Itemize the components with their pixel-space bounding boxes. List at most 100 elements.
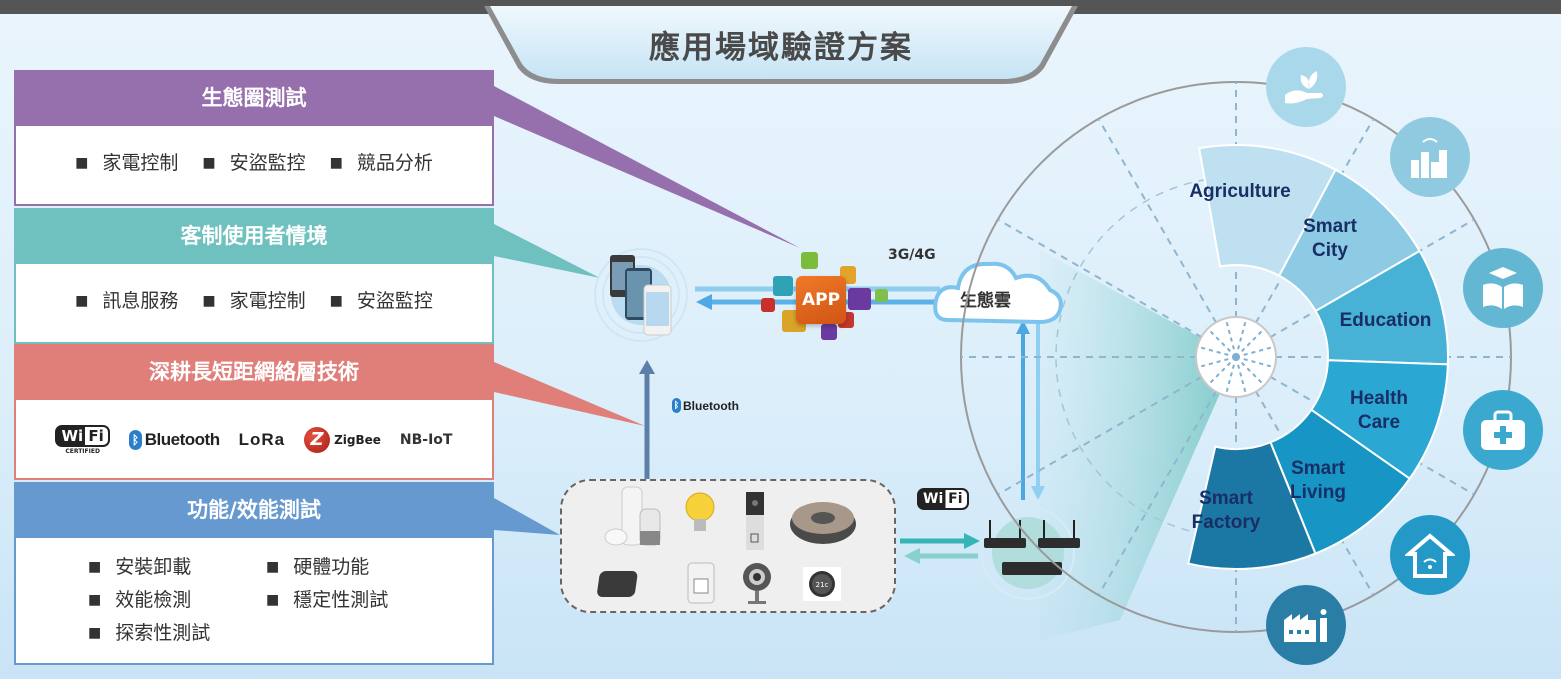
thermostat-icon: 21c [803, 567, 841, 601]
zigbee-text: ZigBee [334, 433, 381, 447]
hub-spoke [1197, 356, 1237, 369]
routers-icon [984, 520, 1080, 575]
education-icon [1463, 248, 1543, 328]
segment-label-line: Living [1290, 482, 1346, 503]
lightbulb-app-icon [801, 252, 818, 269]
segment-label-line: Smart [1199, 488, 1253, 509]
arrow-head-cloud-down [1031, 486, 1045, 500]
segment-label-line: Education [1339, 310, 1432, 331]
hub-spoke [1235, 328, 1265, 358]
panel-function-test: 功能/效能測試 安裝卸載 硬體功能 效能檢測 穩定性測試 探索性測試 [14, 482, 494, 665]
list-item: 硬體功能 [266, 552, 426, 579]
dashed-spoke [1235, 356, 1375, 596]
list-item: 安盜監控 [330, 286, 433, 313]
panel-body: Wi Fi CERTIFIED ᛒ Bluetooth LoRa Z ZigBe… [14, 400, 494, 480]
panel-body: 家電控制 安盜監控 競品分析 [14, 126, 494, 206]
wifi-certified-text: CERTIFIED [65, 448, 100, 455]
dashed-spoke [997, 356, 1237, 496]
dashed-spoke [1097, 356, 1237, 596]
wifi-certified-logo: Wi Fi CERTIFIED [55, 425, 110, 455]
segment-label-line: Agriculture [1189, 181, 1291, 202]
panel-body: 安裝卸載 硬體功能 效能檢測 穩定性測試 探索性測試 [14, 538, 494, 665]
cloud-icon [933, 261, 1063, 325]
panel-ecosystem-test: 生態圈測試 家電控制 安盜監控 競品分析 [14, 70, 494, 206]
tablet-app-icon [848, 288, 871, 310]
phone-halo-mid [602, 256, 680, 334]
list-item: 探索性測試 [88, 618, 266, 645]
nbiot-logo: NB-IoT [399, 432, 453, 448]
panel-title: 功能/效能測試 [14, 482, 494, 538]
car-app-icon [773, 276, 793, 296]
cloud-label: 生態雲 [960, 291, 1011, 311]
wifi-wi-text: Wi [923, 491, 944, 507]
hub-spoke [1235, 345, 1275, 358]
health-care-icon [1463, 390, 1543, 470]
bluetooth-text: Bluetooth [683, 398, 739, 413]
zigbee-logo: Z ZigBee [304, 427, 381, 453]
smart-speakers-icon [604, 486, 661, 546]
bluetooth-text: Bluetooth [144, 430, 220, 449]
segment-label-education: Education [1328, 309, 1443, 333]
coverage-fan [1040, 250, 1236, 640]
panel-title: 生態圈測試 [14, 70, 494, 126]
bluetooth-icon: ᛒ [672, 398, 681, 413]
phone-halo-outer [594, 248, 688, 342]
segment-label-line: Smart [1291, 458, 1345, 479]
segment-label-line: Smart [1303, 216, 1357, 237]
hub-spoke [1235, 356, 1275, 369]
page-title: 應用場域驗證方案 [649, 30, 913, 66]
network-3g4g-label: 3G/4G [888, 247, 936, 263]
app-icon: APP [796, 276, 846, 324]
zigbee-icon: Z [304, 427, 331, 453]
wedge-network [494, 362, 645, 426]
security-camera-icon [743, 563, 771, 604]
smartphones-icon [610, 255, 672, 336]
dashed-spoke [1097, 118, 1237, 358]
wedge-ecosystem [494, 86, 800, 248]
bluetooth-icon: ᛒ [128, 430, 142, 450]
arrow-head-cloud-up [1016, 320, 1030, 334]
list-item: 競品分析 [330, 148, 433, 175]
dashed-spoke [1235, 218, 1475, 358]
thermostat-reading: 21c [816, 581, 829, 589]
title-tab [484, 6, 1078, 84]
bluetooth-logo: ᛒ Bluetooth [128, 430, 220, 450]
list-item: 效能檢測 [88, 585, 266, 612]
hub-spoke [1235, 356, 1248, 396]
segment-label-line: Care [1357, 412, 1401, 433]
list-item: 安裝卸載 [88, 552, 266, 579]
arrow-head-left-wifi [904, 548, 920, 564]
domain-segment [1187, 440, 1317, 570]
panel-network-tech: 深耕長短距網絡層技術 Wi Fi CERTIFIED ᛒ Bluetooth L… [14, 344, 494, 480]
light-bulb-icon [685, 492, 715, 531]
lora-logo: LoRa [238, 430, 286, 449]
segment-label-line: Factory [1191, 512, 1261, 533]
segment-label-agriculture: Agriculture [1180, 180, 1300, 204]
list-item: 家電控制 [202, 286, 306, 313]
panel-title: 客制使用者情境 [14, 208, 494, 264]
panel-title: 深耕長短距網絡層技術 [14, 344, 494, 400]
hub-spoke [1235, 356, 1265, 386]
arrow-head-left [696, 294, 712, 310]
wedge-function [494, 498, 560, 535]
panel-body: 訊息服務 家電控制 安盜監控 [14, 264, 494, 344]
gauge-app-icon [821, 324, 837, 340]
panel-custom-scenario: 客制使用者情境 訊息服務 家電控制 安盜監控 [14, 208, 494, 344]
hub-spoke [1224, 356, 1237, 396]
list-item: 訊息服務 [75, 286, 178, 313]
iot-devices: 21c [597, 486, 856, 604]
smart-plug-icon [687, 562, 715, 604]
smart-factory-icon [1266, 585, 1346, 665]
smart-living-icon [1390, 515, 1470, 595]
hub-spoke [1224, 318, 1237, 358]
list-item: 安盜監控 [202, 148, 306, 175]
bluetooth-label: ᛒ Bluetooth [672, 398, 739, 413]
arrow-head-up [639, 360, 655, 374]
hub-spoke [1207, 328, 1237, 358]
list-item: 穩定性測試 [266, 585, 426, 612]
